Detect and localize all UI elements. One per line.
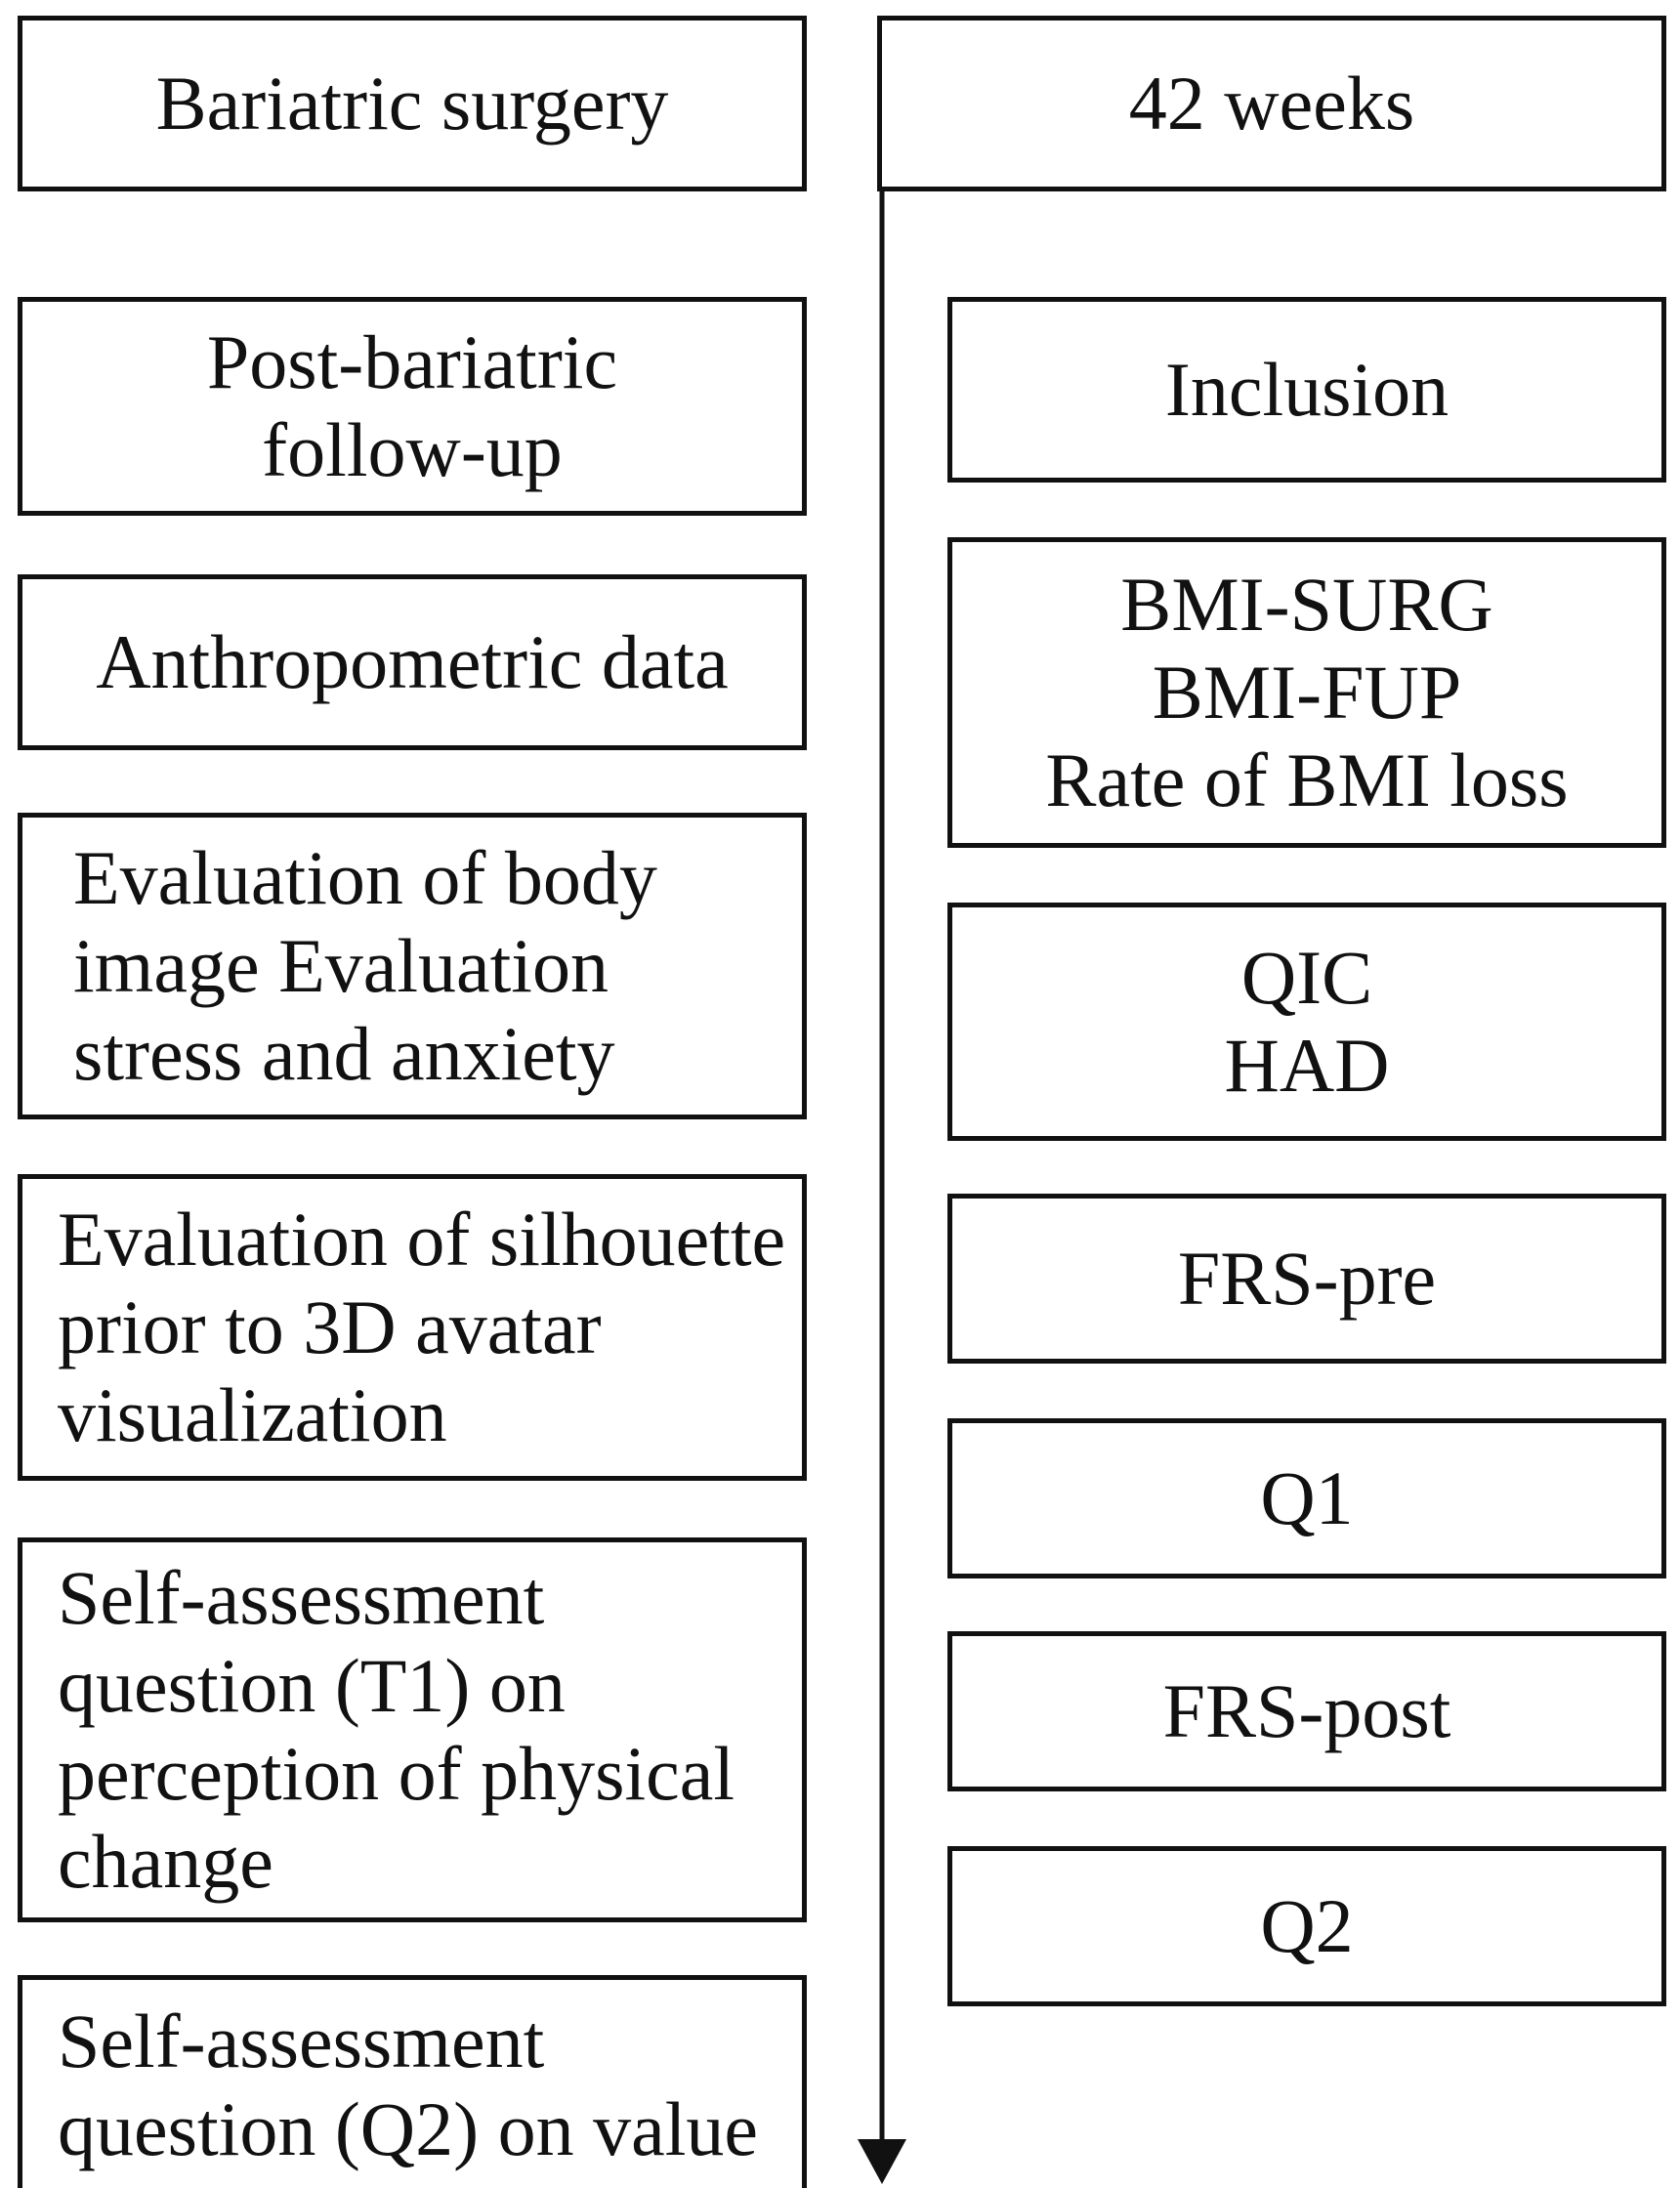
q2-box: Q2 [947,1846,1666,2006]
frs-pre-label: FRS-pre [1177,1236,1437,1321]
frs-pre-box: FRS-pre [947,1194,1666,1364]
post-bariatric-followup-box: Post-bariatric follow-up [18,297,807,516]
timeline-42-weeks-box: 42 weeks [877,16,1666,191]
self-assessment-q2-label: Self-assessment question (Q2) on value [58,1999,759,2171]
qic-had-label: QIC HAD [1224,935,1390,1108]
self-assessment-q2-box: Self-assessment question (Q2) on value [18,1975,807,2188]
frs-post-box: FRS-post [947,1631,1666,1791]
body-image-evaluation-label: Evaluation of body image Evaluation stre… [73,835,657,1096]
inclusion-box: Inclusion [947,297,1666,483]
self-assessment-t1-label: Self-assessment question (T1) on percept… [58,1555,735,1904]
silhouette-evaluation-label: Evaluation of silhouette prior to 3D ava… [58,1197,786,1457]
q1-box: Q1 [947,1418,1666,1578]
silhouette-evaluation-box: Evaluation of silhouette prior to 3D ava… [18,1174,807,1481]
q2-label: Q2 [1260,1883,1354,1968]
anthropometric-data-label: Anthropometric data [96,619,729,704]
bmi-measures-box: BMI-SURG BMI-FUP Rate of BMI loss [947,537,1666,848]
post-bariatric-followup-label: Post-bariatric follow-up [206,319,618,492]
q1-label: Q1 [1260,1455,1354,1540]
self-assessment-t1-box: Self-assessment question (T1) on percept… [18,1537,807,1922]
inclusion-label: Inclusion [1164,347,1449,432]
timeline-arrowhead [858,2139,906,2184]
body-image-evaluation-box: Evaluation of body image Evaluation stre… [18,813,807,1119]
qic-had-box: QIC HAD [947,903,1666,1141]
bmi-measures-label: BMI-SURG BMI-FUP Rate of BMI loss [1045,562,1569,822]
bariatric-surgery-label: Bariatric surgery [155,61,669,146]
bariatric-surgery-box: Bariatric surgery [18,16,807,191]
frs-post-label: FRS-post [1162,1668,1451,1753]
anthropometric-data-box: Anthropometric data [18,574,807,750]
timeline-42-weeks-label: 42 weeks [1128,61,1415,146]
